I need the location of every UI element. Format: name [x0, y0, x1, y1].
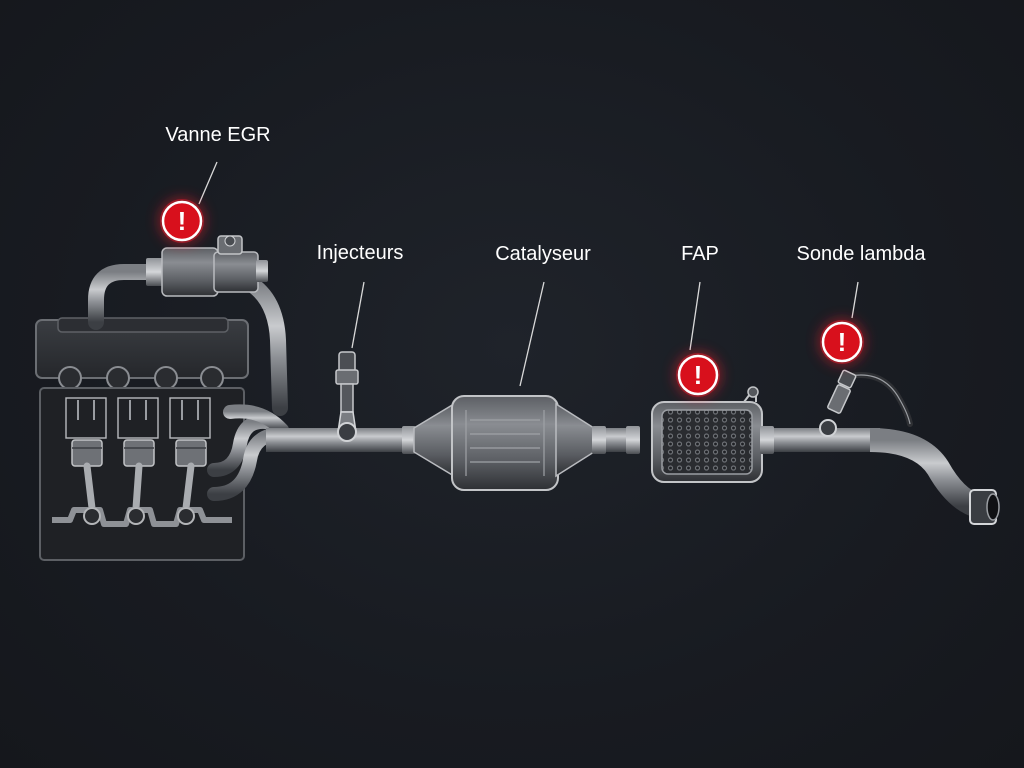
particulate-filter: [626, 386, 774, 483]
label-catalyseur: Catalyseur: [495, 243, 591, 265]
label-sonde-lambda: Sonde lambda: [797, 243, 927, 265]
label-injecteurs: Injecteurs: [317, 242, 404, 264]
warning-icon: !: [838, 327, 847, 357]
injector: [335, 351, 359, 442]
lambda-sensor: [819, 369, 913, 437]
label-vanne-egr: Vanne EGR: [165, 124, 270, 146]
catalytic-converter: [402, 395, 606, 491]
leader-lines: [198, 161, 859, 387]
engine-block: [35, 317, 249, 561]
warning-icon: !: [694, 360, 703, 390]
warning-badge-egr[interactable]: !: [160, 199, 204, 243]
warning-badge-lambda[interactable]: !: [820, 320, 864, 364]
warning-badge-fap[interactable]: !: [676, 353, 720, 397]
egr-valve: [146, 235, 268, 297]
label-fap: FAP: [681, 243, 719, 265]
warning-icon: !: [178, 206, 187, 236]
